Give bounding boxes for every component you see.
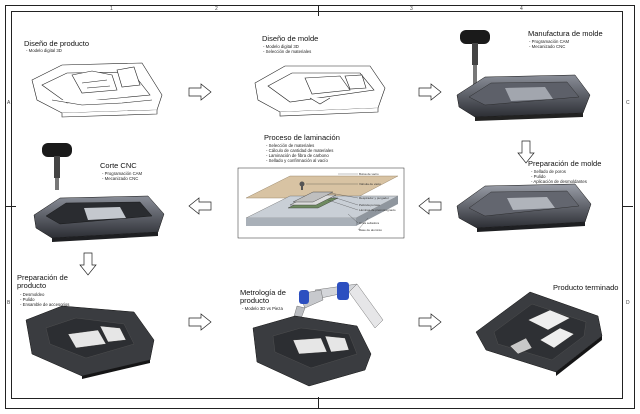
stage-bullet: - Cálculo de cantidad de materiales (266, 148, 334, 153)
arrow-right-icon (418, 313, 442, 331)
metrology-arm-illustration (252, 282, 384, 387)
arrow-left-icon (188, 197, 212, 215)
carbon-part-illustration (25, 305, 155, 379)
stage-bullet: - Pulido (531, 174, 546, 179)
stage-bullet: - Sellado y confirmación al vacío (266, 158, 328, 163)
arrow-down-icon (517, 140, 535, 164)
arrow-left-icon (418, 197, 442, 215)
stage-bullet: - Ensamble de accesorios (20, 302, 70, 307)
stage-bullet: - Mecanizado CNC (102, 176, 139, 181)
arrow-down-icon (79, 252, 97, 276)
stage-title-preparacion-producto: Preparación de producto (17, 273, 68, 290)
stage-bullet: - Modelo digital 3D (26, 48, 62, 53)
zone-number: 4 (520, 6, 523, 12)
zone-letter: C (626, 100, 630, 106)
lamination-label: Respirador y purgador (359, 196, 389, 200)
stage-bullet: - Programación CAM (529, 39, 570, 44)
lamination-label: Cinta selladora (359, 221, 380, 225)
stage-bullet: - Aplicación de desmoldantes (531, 179, 587, 184)
stage-bullet: - Selección de materiales (266, 143, 315, 148)
zone-tick-right (622, 206, 633, 207)
zone-number: 3 (410, 6, 413, 12)
arrow-right-icon (188, 83, 212, 101)
lamination-stack-illustration (237, 167, 405, 239)
stage-title-manufactura-molde: Manufactura de molde (528, 29, 603, 38)
stage-title-diseno-molde: Diseño de molde (262, 34, 319, 43)
stage-bullet: - Modelo 3D vs Pieza (242, 306, 283, 311)
lamination-label: Válvula de vacío (359, 182, 382, 186)
stage-bullet: - Selección de materiales (263, 49, 312, 54)
mold-wireframe-illustration (254, 65, 386, 117)
stage-bullet: - Modelo digital 3D (263, 44, 299, 49)
zone-tick-left (5, 206, 16, 207)
stage-title-diseno-producto: Diseño de producto (24, 39, 90, 48)
zone-letter: A (7, 100, 11, 106)
zone-tick-top (318, 5, 319, 16)
zone-letter: B (7, 300, 11, 306)
cnc-trimming-illustration (33, 143, 165, 242)
drawing-frame (5, 5, 635, 409)
zone-number: 2 (215, 6, 218, 12)
stage-title-preparacion-molde: Preparación de molde (528, 159, 602, 168)
stage-bullet: - Sellado de poros (531, 169, 566, 174)
stage-title-metrologia: Metrología de producto (240, 288, 286, 305)
stage-title-proceso-laminacion: Proceso de laminación (264, 133, 340, 142)
prepared-mold-illustration (456, 183, 592, 232)
stage-title-corte-cnc: Corte CNC (100, 161, 137, 170)
arrow-right-icon (188, 313, 212, 331)
stage-bullet: - Laminación de fibra de carbono (266, 153, 329, 158)
stage-bullet: - Programación CAM (102, 171, 143, 176)
product-wireframe-illustration (31, 62, 163, 118)
drawing-inner-frame (11, 11, 623, 399)
zone-number: 1 (110, 6, 113, 12)
lamination-label: Película porosa (359, 203, 380, 207)
lamination-label: Bolsa de vacío (359, 172, 379, 176)
arrow-right-icon (418, 83, 442, 101)
lamination-label: Base de aluminio (359, 228, 383, 232)
cnc-machined-mold-illustration (456, 30, 591, 121)
zone-tick-bottom (318, 397, 319, 408)
stage-bullet: - Mecanizado CNC (529, 44, 566, 49)
stage-bullet: - Pulido (20, 297, 35, 302)
lamination-label: Láminas de preimpregnado (359, 208, 396, 212)
stage-title-producto-terminado: Producto terminado (553, 283, 619, 292)
finished-product-illustration (475, 291, 603, 376)
zone-letter: D (626, 300, 630, 306)
stage-bullet: - Desmoldeo (20, 292, 45, 297)
